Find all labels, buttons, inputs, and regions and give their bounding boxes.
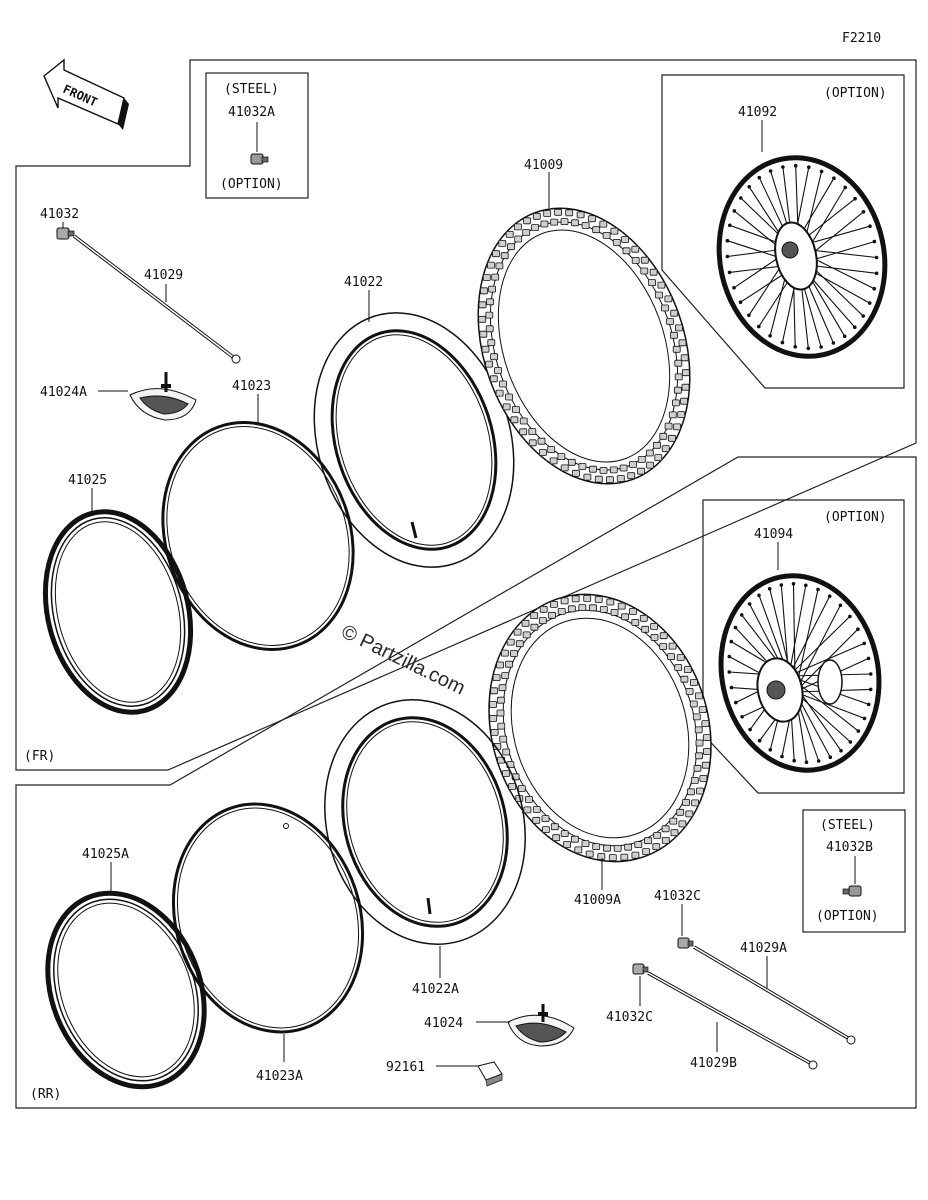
rim-rubber-icon (477, 1061, 503, 1087)
spoke-rod (72, 234, 241, 364)
part-label-41024: 41024 (424, 1016, 463, 1031)
part-label-41032A: 41032A (228, 105, 275, 120)
inner-tube-rear (324, 699, 526, 945)
front-arrow-icon: FRONT (43, 58, 129, 130)
part-label-41029: 41029 (144, 268, 183, 283)
rim-rear (45, 890, 207, 1090)
steel-box-front-top: (STEEL) (224, 82, 279, 97)
part-label-41023A: 41023A (256, 1069, 303, 1084)
part-label-41032C-bottom: 41032C (606, 1010, 653, 1025)
part-label-41029A: 41029A (740, 941, 787, 956)
part-label-41032: 41032 (40, 207, 79, 222)
figure-code: F2210 (842, 31, 881, 46)
part-label-41025A: 41025A (82, 847, 129, 862)
part-label-41092: 41092 (738, 105, 777, 120)
tire-rear (488, 593, 712, 863)
option-box-front-label: (OPTION) (824, 86, 887, 101)
steel-box-front-bottom: (OPTION) (220, 177, 283, 192)
valve-cap-icon (56, 227, 75, 240)
rim-lock-icon (507, 1004, 575, 1047)
option-box-front (661, 74, 905, 389)
rim-lock-icon (129, 372, 197, 421)
rear-section-frame (15, 456, 917, 1109)
rim-tape-rear (171, 802, 365, 1034)
part-label-41025: 41025 (68, 473, 107, 488)
steel-box-rear-top: (STEEL) (820, 818, 875, 833)
part-label-41009A: 41009A (574, 893, 621, 908)
spoke-rod (693, 945, 856, 1045)
valve-cap-icon (677, 937, 694, 949)
part-label-41023: 41023 (232, 379, 271, 394)
wheel-rear-option (718, 573, 882, 773)
part-label-41022A: 41022A (412, 982, 459, 997)
option-box-rear-label: (OPTION) (824, 510, 887, 525)
part-label-41009: 41009 (524, 158, 563, 173)
valve-cap-icon (250, 153, 269, 165)
part-label-41094: 41094 (754, 527, 793, 542)
tire-front (477, 207, 691, 485)
part-label-41032C-top: 41032C (654, 889, 701, 904)
steel-box-rear-bottom: (OPTION) (816, 909, 879, 924)
wheel-front-option (716, 155, 888, 359)
front-section-label: (FR) (24, 749, 55, 764)
valve-cap-icon (632, 963, 649, 975)
part-label-41032B: 41032B (826, 840, 873, 855)
steel-box-front: (STEEL) 41032A (OPTION) (205, 72, 309, 199)
part-label-41024A: 41024A (40, 385, 87, 400)
part-label-92161: 92161 (386, 1060, 425, 1075)
front-section-frame (15, 59, 917, 771)
rim-front (42, 509, 194, 715)
rear-section-label: (RR) (30, 1087, 61, 1102)
spoke-rod (647, 971, 818, 1070)
rim-tape-front (161, 421, 355, 651)
valve-cap-icon (842, 885, 862, 897)
part-label-41029B: 41029B (690, 1056, 737, 1071)
part-label-41022: 41022 (344, 275, 383, 290)
steel-box-rear: (STEEL) 41032B (OPTION) (802, 809, 906, 933)
